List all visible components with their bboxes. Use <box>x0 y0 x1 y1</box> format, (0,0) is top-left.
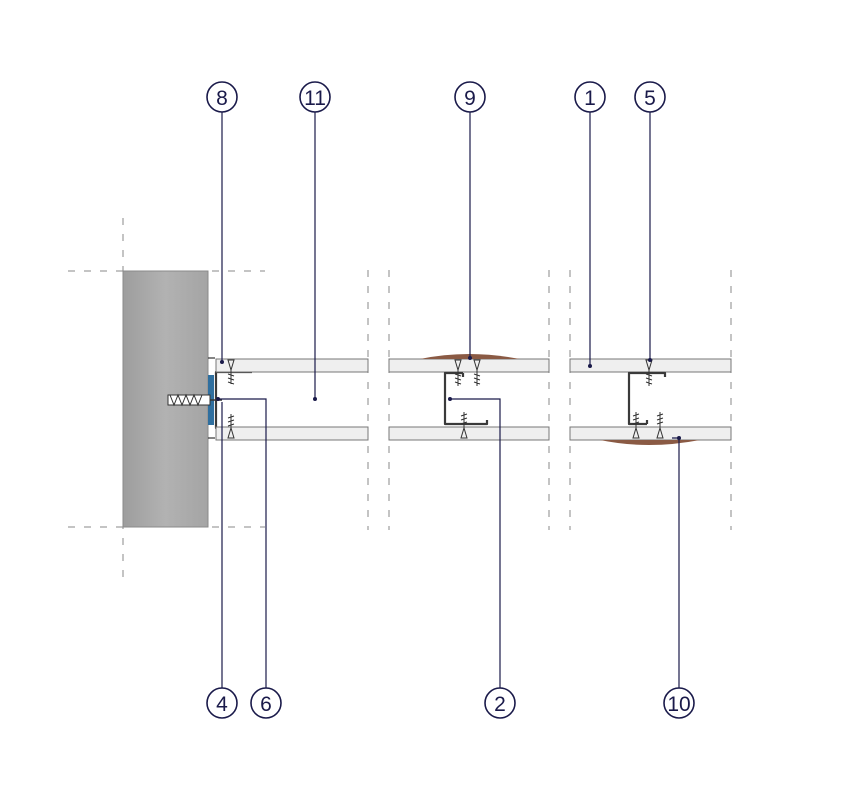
anchor-dowel <box>167 393 222 407</box>
callout-5-label: 5 <box>644 87 656 110</box>
boards-bottom <box>215 426 732 441</box>
callout-11: 11 <box>299 81 331 113</box>
callout-10: 10 <box>663 687 695 719</box>
callout-2: 2 <box>484 687 516 719</box>
callout-5: 5 <box>634 81 666 113</box>
leader-lines <box>216 111 681 689</box>
callout-6: 6 <box>250 687 282 719</box>
callout-8: 8 <box>206 81 238 113</box>
board-top-1 <box>215 358 369 373</box>
screws <box>227 359 664 439</box>
boards-top <box>215 358 732 373</box>
callout-9-label: 9 <box>464 87 476 110</box>
callout-4: 4 <box>206 687 238 719</box>
callout-9: 9 <box>454 81 486 113</box>
callout-6-label: 6 <box>260 693 272 716</box>
board-bottom-3 <box>569 426 732 441</box>
stud-middle <box>443 371 489 426</box>
board-top-2 <box>388 358 550 373</box>
callout-1-label: 1 <box>584 87 596 110</box>
callout-1: 1 <box>574 81 606 113</box>
callout-2-label: 2 <box>494 693 506 716</box>
callout-8-label: 8 <box>216 87 228 110</box>
callout-11-label: 11 <box>304 87 326 110</box>
board-bottom-1 <box>215 426 369 441</box>
callout-10-label: 10 <box>667 693 690 716</box>
callout-4-label: 4 <box>216 693 228 716</box>
board-bottom-2 <box>388 426 550 441</box>
stud-right <box>627 371 667 426</box>
